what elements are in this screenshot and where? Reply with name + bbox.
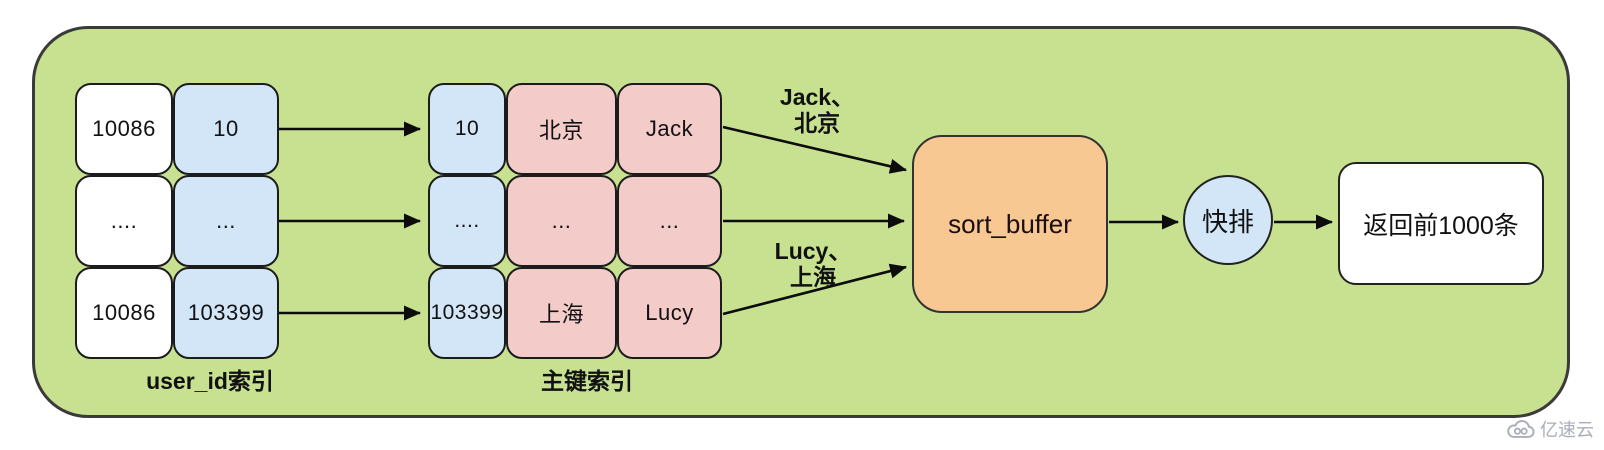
primary-key-index-label: 主键索引: [541, 368, 633, 394]
arrow-note-line: Lucy、: [774, 238, 852, 264]
table-cell: 10: [173, 83, 279, 175]
table-cell: ...: [506, 175, 617, 267]
arrow-note-jack-beijing: Jack、 北京: [737, 84, 897, 136]
arrow-note-lucy-shanghai: Lucy、 上海: [733, 238, 893, 290]
table-cell: Lucy: [617, 267, 722, 359]
table-cell: ...: [173, 175, 279, 267]
quick-sort-node: 快排: [1183, 175, 1273, 265]
table-cell: 103399: [428, 267, 506, 359]
result-node: 返回前1000条: [1338, 162, 1544, 285]
table-cell: ....: [75, 175, 173, 267]
table-cell: 上海: [506, 267, 617, 359]
table-cell: Jack: [617, 83, 722, 175]
arrow-note-line: 上海: [790, 264, 836, 290]
arrow-note-line: Jack、: [779, 84, 855, 110]
cloud-logo-icon: [1507, 420, 1535, 438]
watermark-text: 亿速云: [1540, 420, 1594, 440]
table-cell: 北京: [506, 83, 617, 175]
watermark: 亿速云: [1506, 416, 1594, 442]
table-cell: ....: [428, 175, 506, 267]
table-cell: ...: [617, 175, 722, 267]
table-cell: 10086: [75, 83, 173, 175]
table-cell: 10086: [75, 267, 173, 359]
table-cell: 103399: [173, 267, 279, 359]
sort-buffer-node: sort_buffer: [912, 135, 1108, 313]
table-cell: 10: [428, 83, 506, 175]
user-id-index-label: user_id索引: [146, 368, 274, 394]
arrow-note-line: 北京: [794, 110, 840, 136]
